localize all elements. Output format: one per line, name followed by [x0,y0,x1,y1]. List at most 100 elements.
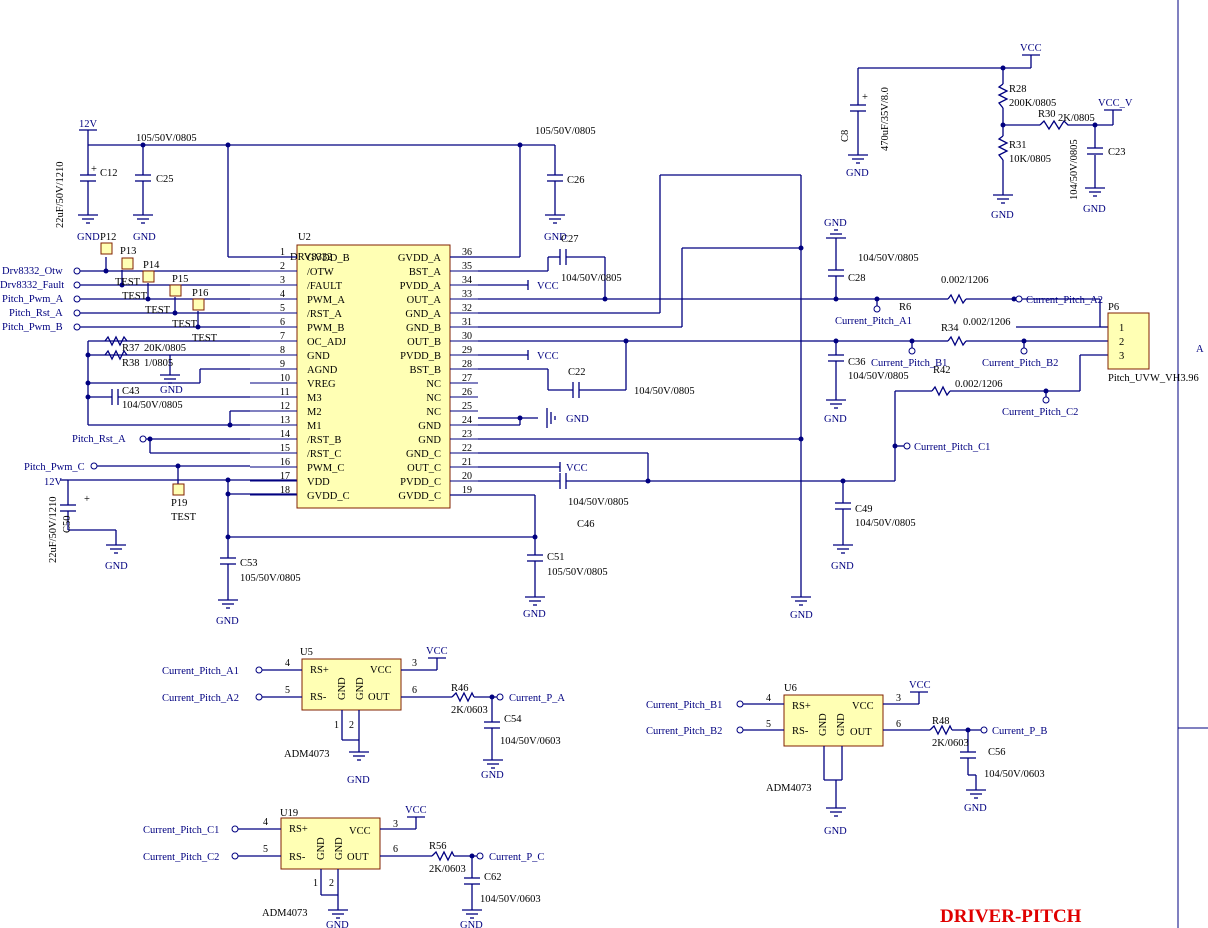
u2-pin-name: GVDD_C [307,491,350,502]
svg-text:GND: GND [160,385,183,396]
u2-pin-name: /FAULT [307,281,343,292]
net-current-pitch-b1: Current_Pitch_B1 [871,358,947,369]
u6-pin-5: 5 [766,719,771,730]
net-current-pitch-c1: Current_Pitch_C1 [914,442,990,453]
svg-text:P19: P19 [171,498,187,509]
svg-text:U6: U6 [784,683,797,694]
u2-pin-name: GVDD_A [398,253,442,264]
capacitor-c36[interactable]: C36 104/50V/0805 [828,341,909,382]
svg-text:105/50V/0805: 105/50V/0805 [240,573,301,584]
resistor-r38[interactable]: R38 1/0805 [104,349,173,369]
testpoint-p15[interactable]: P15 TEST [145,274,188,316]
u2-pin-number: 12 [280,401,290,412]
capacitor-c51[interactable]: C51 105/50V/0805 [527,552,608,580]
sheet-title: DRIVER-PITCH [940,906,1082,927]
resistor-r37[interactable]: R37 20K/0805 [104,335,186,354]
svg-text:GND: GND [991,210,1014,221]
testpoint-p12[interactable]: P12 [100,232,116,255]
resistor-r56[interactable]: R56 2K/0603 [429,841,466,875]
u2-pin-number: 21 [462,457,472,468]
svg-text:GND: GND [460,920,483,928]
svg-text:+: + [91,164,97,175]
ic-u6-adm4073[interactable]: U6 RS+ RS- VCC OUT GND GND ADM4073 [766,683,884,794]
u2-pin-number: 6 [280,317,285,328]
resistor-r48[interactable]: R48 2K/0603 [929,716,969,749]
u2-part: DRV8332 [290,252,332,263]
testpoint-p16[interactable]: P16 TEST [172,288,208,330]
ic-u19-adm4073[interactable]: U19 RS+ RS- VCC OUT GND GND ADM4073 [262,808,381,919]
u2-pin-name: NC [426,379,441,390]
svg-text:105/50V/0805: 105/50V/0805 [136,133,197,144]
capacitor-c49[interactable]: C49 104/50V/0805 [835,502,916,529]
svg-text:105/50V/0805: 105/50V/0805 [535,126,596,137]
net-vcc-top: VCC [1020,43,1042,54]
u19-pin-5: 5 [263,844,268,855]
svg-text:GND: GND [523,609,546,620]
svg-text:C23: C23 [1108,147,1126,158]
svg-text:GND: GND [316,837,327,860]
svg-text:R31: R31 [1009,140,1027,151]
svg-text:C22: C22 [568,367,586,378]
resistor-r28[interactable]: R28 200K/0805 [997,83,1056,109]
u2-right-pins: 36GVDD_A35BST_A34PVDD_A33OUT_A32GND_A31G… [398,247,478,502]
net-u6-rsn: Current_Pitch_B2 [646,726,722,737]
u5-pin-2: 2 [349,720,354,731]
u2-pin-name: AGND [307,365,338,376]
resistor-r31[interactable]: R31 10K/0805 [997,135,1051,165]
svg-text:U5: U5 [300,647,313,658]
testpoint-p13[interactable]: P13 TEST [115,246,141,288]
capacitor-c28[interactable]: C28 104/50V/0805 [828,238,919,299]
svg-text:C56: C56 [988,747,1006,758]
capacitor-c54[interactable]: C54 104/50V/0603 [484,714,561,747]
svg-text:2K/0805: 2K/0805 [1058,113,1095,124]
svg-text:200K/0805: 200K/0805 [1009,98,1056,109]
svg-text:P14: P14 [143,260,160,271]
u2-pin-number: 15 [280,443,290,454]
svg-text:TEST: TEST [172,319,198,330]
capacitor-c53[interactable]: C53 105/50V/0805 [220,557,301,584]
capacitor-c43[interactable]: C43 104/50V/0805 [111,386,183,411]
u2-pin-name: BST_B [409,365,441,376]
capacitor-c12[interactable]: + C12 22uF/50V/1210 [55,161,118,228]
svg-text:20K/0805: 20K/0805 [144,343,186,354]
u2-pin-number: 23 [462,429,472,440]
resistor-r34[interactable]: R34 0.002/1206 [941,317,1011,347]
connector-p6[interactable]: P6 1 2 3 Pitch_UVW_VH3.96 [1107,302,1199,384]
resistor-r42[interactable]: R42 0.002/1206 [931,365,1003,397]
net-12v-top: 12V [79,119,98,130]
svg-text:C51: C51 [547,552,565,563]
svg-text:GND: GND [337,677,348,700]
ic-u5-adm4073[interactable]: U5 RS+ RS- VCC OUT GND GND ADM4073 [284,647,402,760]
u2-pin-name: VREG [307,379,336,390]
u2-pin-number: 20 [462,471,472,482]
svg-text:GND: GND [964,803,987,814]
testpoint-p19[interactable]: P19 TEST [171,483,197,523]
capacitor-c23[interactable]: C23 104/50V/0805 [1069,139,1126,200]
capacitor-c8[interactable]: + C8 470uF/35V/8.0 [840,87,891,151]
capacitor-c62[interactable]: C62 104/50V/0603 [464,872,541,905]
capacitor-c46[interactable]: 104/50V/0805 C46 [559,473,629,530]
svg-text:C25: C25 [156,174,174,185]
svg-text:OUT: OUT [850,727,872,738]
svg-text:TEST: TEST [192,333,218,344]
capacitor-c25[interactable]: C25 105/50V/0805 [135,133,197,215]
capacitor-c50[interactable]: + C50 22uF/50V/1210 [48,489,116,563]
svg-text:104/50V/0805: 104/50V/0805 [122,400,183,411]
net-u19-vcc: VCC [405,805,427,816]
net-current-pitch-b2: Current_Pitch_B2 [982,358,1058,369]
svg-text:GND: GND [831,561,854,572]
resistor-r30[interactable]: R30 2K/0805 [1038,109,1095,131]
svg-text:22uF/50V/1210: 22uF/50V/1210 [48,496,59,563]
capacitor-c26[interactable]: C26 105/50V/0805 [535,126,596,215]
ic-u2-drv8332[interactable]: U2 DRV8332 1GVDD_B2/OTW3/FAULT4PWM_A5/RS… [250,232,478,509]
resistor-r46[interactable]: R46 2K/0603 [451,683,488,716]
resistor-r6[interactable]: R6 0.002/1206 [899,275,989,313]
capacitor-c27[interactable]: C27 104/50V/0805 [559,234,622,284]
svg-text:GND: GND [326,920,349,928]
svg-text:104/50V/0603: 104/50V/0603 [984,769,1045,780]
testpoint-p14[interactable]: P14 TEST [122,260,160,302]
capacitor-c56[interactable]: C56 104/50V/0603 [960,747,1045,780]
capacitor-c22[interactable]: C22 104/50V/0805 [568,367,695,398]
u2-pin-number: 7 [280,331,285,342]
